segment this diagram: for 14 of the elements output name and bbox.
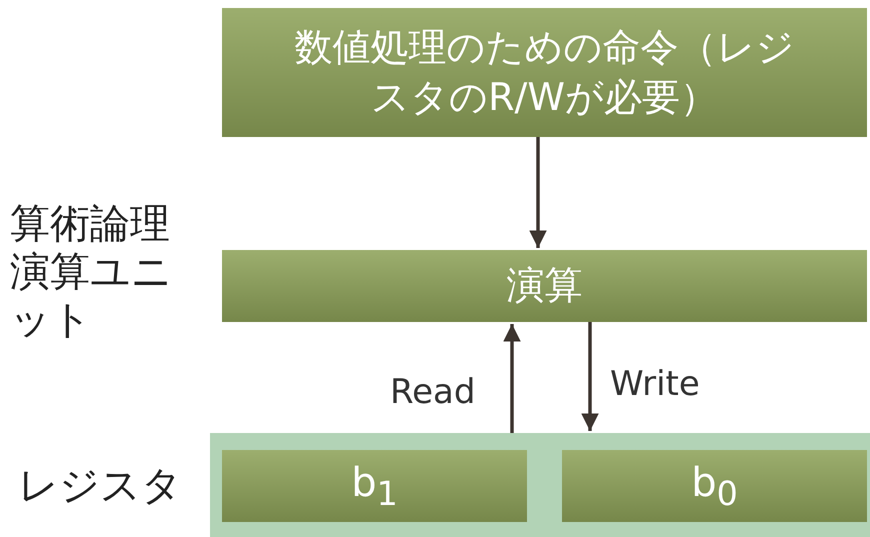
arrow	[503, 324, 521, 433]
arrow	[581, 322, 599, 431]
register-panel	[210, 433, 870, 537]
register-bit-box	[222, 450, 527, 522]
operation-box	[222, 250, 867, 322]
node-text: 演算	[506, 262, 582, 310]
node-text: b$_{0}$	[691, 458, 738, 515]
side-label: レジスタ	[18, 462, 183, 510]
instruction-box	[222, 8, 867, 137]
arrow	[529, 137, 547, 248]
side-label: 算術論理演算ユニット	[10, 200, 173, 344]
node-text: 数値処理のための命令（レジスタのR/Wが必要）	[294, 24, 796, 120]
node-text: b$_{1}$	[351, 458, 398, 515]
register-bit-box	[562, 450, 867, 522]
